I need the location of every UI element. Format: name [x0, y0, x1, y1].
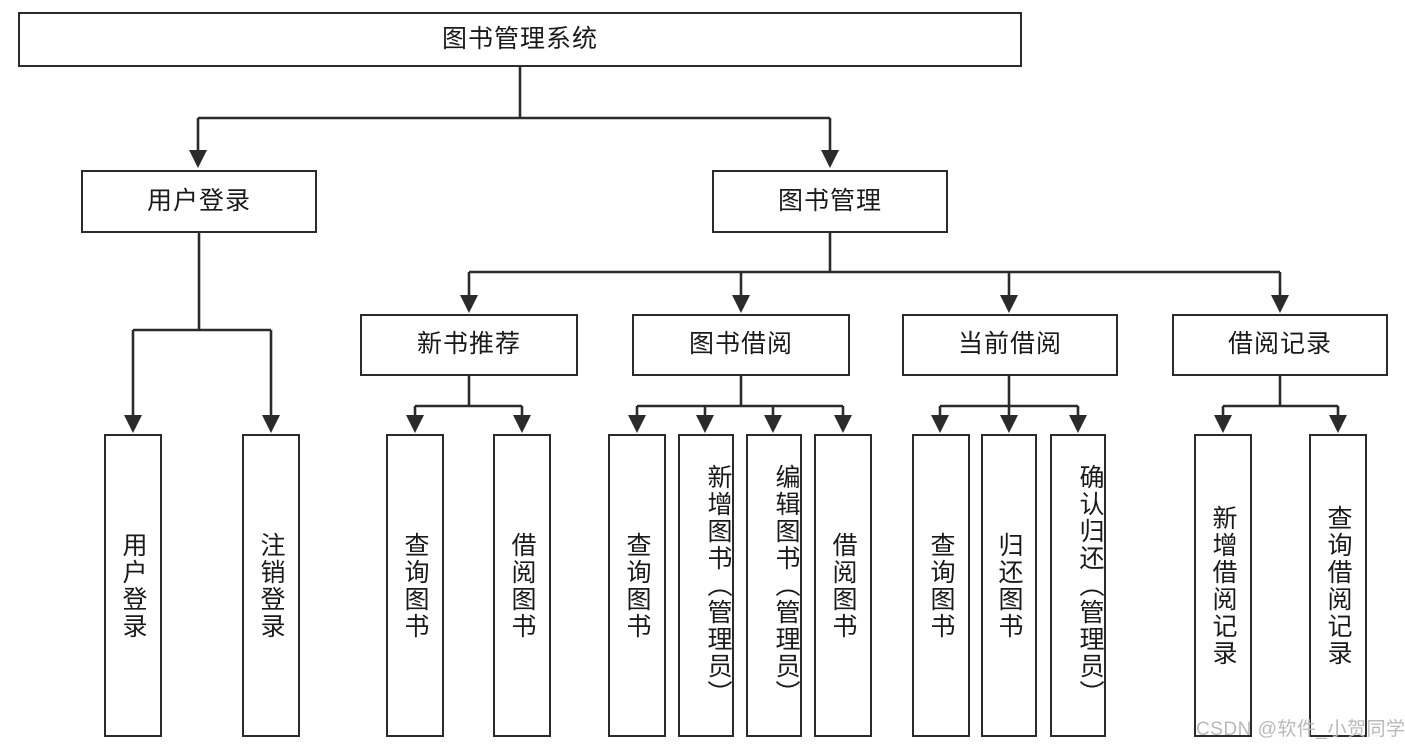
- node-current-borrow[interactable]: 当前借阅: [902, 314, 1118, 376]
- node-label: 注销登录: [257, 531, 285, 640]
- node-book-borrow[interactable]: 图书借阅: [632, 314, 850, 376]
- node-label: 编辑图书（管理员）: [772, 464, 800, 707]
- node-root-system[interactable]: 图书管理系统: [18, 12, 1022, 67]
- node-label: 归还图书: [995, 531, 1023, 640]
- node-label: 查询借阅记录: [1324, 504, 1352, 667]
- leaf-current-borrow-confirm[interactable]: 确认归还（管理员）: [1050, 434, 1106, 737]
- leaf-user-login-logout[interactable]: 注销登录: [242, 434, 300, 737]
- node-label: 借阅图书: [829, 531, 857, 640]
- node-label: 借阅图书: [508, 531, 536, 640]
- node-borrow-record[interactable]: 借阅记录: [1172, 314, 1388, 376]
- leaf-current-borrow-return[interactable]: 归还图书: [981, 434, 1037, 737]
- leaf-book-borrow-add[interactable]: 新增图书（管理员）: [678, 434, 734, 737]
- node-user-login[interactable]: 用户登录: [81, 170, 317, 233]
- node-label: 图书管理系统: [441, 24, 598, 53]
- node-label: 图书管理: [777, 186, 882, 215]
- node-label: 查询图书: [623, 531, 651, 640]
- node-label: 新增图书（管理员）: [704, 464, 732, 707]
- node-label: 新增借阅记录: [1209, 504, 1237, 667]
- leaf-book-borrow-borrow[interactable]: 借阅图书: [814, 434, 872, 737]
- leaf-current-borrow-query[interactable]: 查询图书: [912, 434, 970, 737]
- node-label: 当前借阅: [957, 330, 1062, 359]
- leaf-borrow-record-query[interactable]: 查询借阅记录: [1309, 434, 1367, 737]
- node-label: 图书借阅: [688, 330, 793, 359]
- node-label: 用户登录: [119, 531, 147, 640]
- node-label: 借阅记录: [1227, 330, 1332, 359]
- leaf-user-login-login[interactable]: 用户登录: [104, 434, 162, 737]
- leaf-borrow-record-add[interactable]: 新增借阅记录: [1194, 434, 1252, 737]
- leaf-new-book-borrow[interactable]: 借阅图书: [493, 434, 551, 737]
- node-label: 新书推荐: [416, 330, 521, 359]
- leaf-book-borrow-query[interactable]: 查询图书: [608, 434, 666, 737]
- leaf-new-book-query[interactable]: 查询图书: [386, 434, 444, 737]
- csdn-watermark: CSDN @软件_小贺同学: [1196, 719, 1405, 740]
- node-label: 查询图书: [927, 531, 955, 640]
- node-new-book-recommend[interactable]: 新书推荐: [360, 314, 578, 376]
- node-label: 确认归还（管理员）: [1076, 464, 1104, 707]
- node-book-management[interactable]: 图书管理: [712, 170, 948, 233]
- node-label: 查询图书: [401, 531, 429, 640]
- node-label: 用户登录: [146, 186, 251, 215]
- leaf-book-borrow-edit[interactable]: 编辑图书（管理员）: [746, 434, 802, 737]
